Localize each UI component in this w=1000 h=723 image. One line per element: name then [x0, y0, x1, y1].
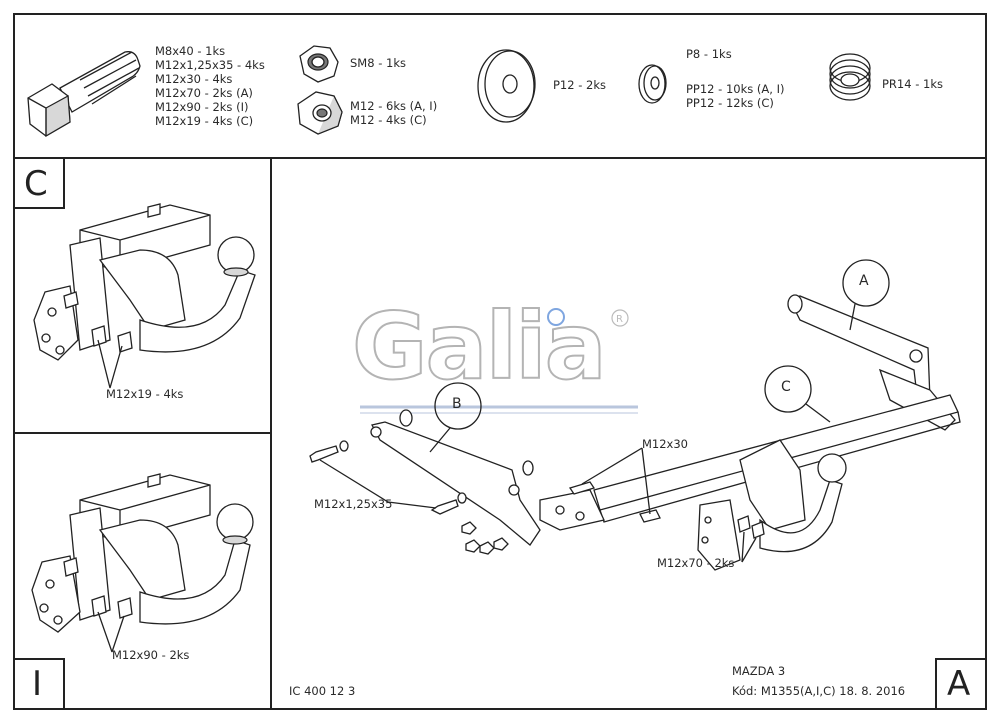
- callout-b-letter: B: [452, 396, 462, 412]
- m12x70-label: M12x70 - 2ks: [657, 556, 735, 570]
- bolt-drawing: [27, 51, 141, 138]
- panel-i-letter: I: [32, 664, 43, 704]
- sm8-label: SM8 - 1ks: [350, 56, 406, 70]
- registered-mark: [611, 309, 629, 327]
- panel-i: [13, 432, 272, 710]
- m12x30-label: M12x30: [642, 437, 688, 451]
- pp12-list: PP12 - 10ks (A, I) PP12 - 12ks (C): [686, 82, 784, 110]
- panel-c-towball-drawing: [33, 203, 256, 389]
- product-code-date: Kód: M1355(A,I,C) 18. 8. 2016: [732, 684, 906, 698]
- galia-logo: Galia: [351, 292, 608, 401]
- loose-bolts-drawing: [309, 440, 661, 555]
- callout-a-letter: A: [859, 273, 869, 289]
- bolt-spec: M12x19 - 4ks (C): [155, 114, 254, 128]
- callout-c-circle: [764, 365, 812, 413]
- callout-c-letter: C: [781, 379, 791, 395]
- pp12-spec: PP12 - 12ks (C): [686, 96, 774, 110]
- bolt-spec: M8x40 - 1ks: [155, 44, 226, 58]
- bolt-list: M8x40 - 1ks M12x1,25x35 - 4ks M12x30 - 4…: [155, 44, 265, 128]
- panel-i-letter-box: [13, 658, 65, 710]
- m12x125x35-label: M12x1,25x35: [314, 497, 393, 511]
- pp12-spec: PP12 - 10ks (A, I): [686, 82, 785, 96]
- callout-b-circle: [434, 382, 482, 430]
- logo-dot: [547, 308, 565, 326]
- bolt-spec: M12x1,25x35 - 4ks: [155, 58, 265, 72]
- leader-lines: [319, 303, 856, 515]
- pr14-spring-washer-drawing: [829, 53, 871, 101]
- p12-label: P12 - 2ks: [553, 78, 606, 92]
- panel-c-letter: C: [24, 164, 48, 204]
- m12-nut-drawing: [297, 91, 343, 135]
- sm8-nut-drawing: [299, 45, 339, 83]
- pp12-washer-drawing: [638, 64, 667, 104]
- parts-panel: [13, 13, 987, 159]
- pr14-label: PR14 - 1ks: [882, 77, 943, 91]
- vehicle-model: MAZDA 3: [732, 664, 786, 678]
- m12-spec: M12 - 4ks (C): [350, 113, 427, 127]
- corner-letter: A: [947, 664, 971, 704]
- bolt-spec: M12x70 - 2ks (A): [155, 86, 253, 100]
- main-towball-drawing: [697, 439, 847, 571]
- panel-i-label: M12x90 - 2ks: [112, 648, 190, 662]
- p12-washer-drawing: [477, 49, 536, 123]
- panel-i-towball-drawing: [31, 473, 254, 653]
- m12-list: M12 - 6ks (A, I) M12 - 4ks (C): [350, 99, 437, 127]
- svg-text:R: R: [616, 314, 623, 325]
- bolt-spec: M12x90 - 2ks (I): [155, 100, 249, 114]
- panel-c-label: M12x19 - 4ks: [106, 387, 184, 401]
- callout-a-circle: [842, 259, 890, 307]
- document-code: IC 400 12 3: [289, 684, 356, 698]
- bracket-b-drawing: [370, 409, 541, 546]
- panel-c-letter-box: [13, 157, 65, 209]
- p8-label: P8 - 1ks: [686, 47, 732, 61]
- bolt-spec: M12x30 - 4ks: [155, 72, 233, 86]
- corner-letter-box: [935, 658, 987, 710]
- m12-spec: M12 - 6ks (A, I): [350, 99, 438, 113]
